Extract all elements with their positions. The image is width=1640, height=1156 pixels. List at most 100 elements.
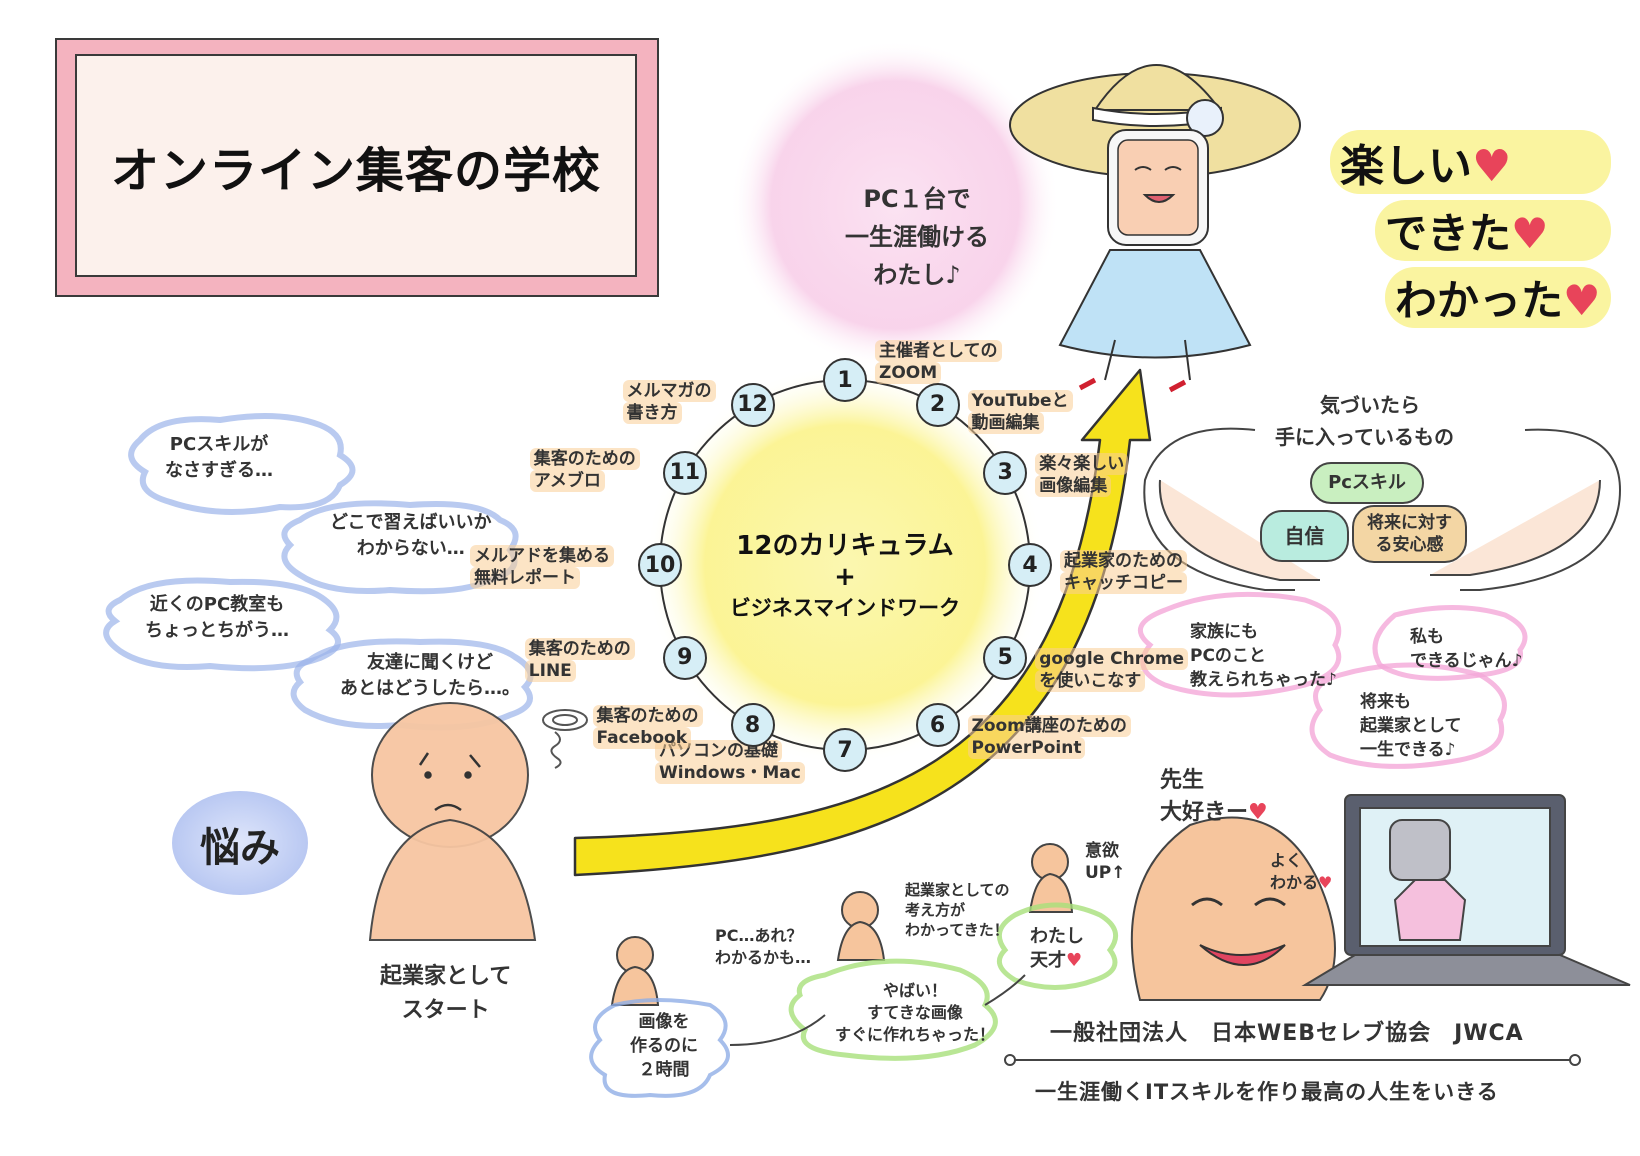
center-plus: + — [834, 562, 856, 592]
pc-text-line-2: わかるかも… — [715, 948, 812, 967]
worry-blob — [172, 791, 308, 895]
worry-label: 悩み — [200, 825, 280, 871]
curriculum-label-2-line-1: YouTubeと — [967, 389, 1073, 412]
curriculum-label-3-line-2: 画像編集 — [1035, 474, 1112, 497]
curriculum-label-3: 楽々楽しい画像編集 — [1035, 452, 1129, 497]
teacher-line-2: 大好きー — [1160, 800, 1249, 825]
curriculum-number-1: 1 — [823, 358, 867, 402]
curriculum-number-9: 9 — [662, 635, 707, 680]
gain-security: 将来に対する安心感 — [1352, 505, 1467, 563]
curriculum-number-3: 3 — [983, 450, 1028, 495]
curriculum-center: 12のカリキュラム + ビジネスマインドワーク — [725, 525, 965, 622]
heart-icon: ♥ — [1563, 276, 1601, 325]
curriculum-label-12: メルマガの書き方 — [622, 379, 716, 424]
curriculum-label-4: 起業家のためのキャッチコピー — [1060, 550, 1187, 594]
curriculum-number-10: 10 — [638, 543, 682, 587]
motivation-line-1: 意欲 — [1085, 841, 1119, 861]
curriculum-label-11: 集客のためのアメブロ — [529, 447, 640, 492]
goal-line-1: PC１台で — [863, 185, 971, 213]
curriculum-label-4-line-2: キャッチコピー — [1060, 572, 1187, 594]
testimonial-1-line-3: 教えられちゃった♪ — [1190, 670, 1337, 690]
curriculum-label-9-line-2: LINE — [524, 659, 576, 682]
teacher-line-1: 先生 — [1160, 768, 1205, 793]
org-name: 一般社団法人 日本WEBセレブ協会 JWCA — [1050, 1021, 1524, 1046]
gained-heading-1: 気づいたら — [1320, 393, 1420, 417]
curriculum-label-12-line-1: メルマガの — [622, 379, 716, 402]
curriculum-label-6-line-2: PowerPoint — [967, 737, 1086, 760]
journey-cloud-3 — [996, 902, 1119, 990]
journey-cloud-1 — [589, 998, 730, 1098]
step1-line-1: 画像を — [638, 1012, 690, 1032]
journey-step2: やばい！ すてきな画像 すぐに作れちゃった！ — [835, 980, 995, 1046]
curriculum-glow — [645, 365, 1045, 765]
mindset-line-2: 考え方が — [905, 901, 966, 919]
hug-arms — [1143, 427, 1622, 591]
mindset-line-3: わかってきた！ — [905, 921, 1009, 939]
journey-step1: 画像を 作るのに ２時間 — [630, 1010, 698, 1082]
title-frame: オンライン集客の学校 — [55, 38, 659, 297]
center-line-1: 12のカリキュラム — [736, 531, 954, 561]
genius-line-1: わたし — [1030, 926, 1084, 947]
journey-genius: わたし 天才♥ — [1030, 925, 1084, 973]
happy-line-2: できた — [1385, 209, 1512, 258]
testimonial-cloud-3 — [1309, 662, 1507, 769]
curriculum-label-2-line-2: 動画編集 — [967, 411, 1044, 434]
tagline: 一生涯働くITスキルを作り最高の人生をいきる — [1035, 1080, 1499, 1104]
gained-heading: 気づいたら — [1320, 390, 1420, 420]
testimonial-2: 私も できるじゃん♪ — [1410, 625, 1523, 673]
testimonial-1-line-2: PCのこと — [1190, 646, 1266, 666]
gained-heading-2: 手に入っているもの — [1275, 425, 1454, 449]
happy-girl — [1009, 64, 1301, 393]
curriculum-label-6-line-1: Zoom講座のための — [967, 715, 1131, 738]
curriculum-label-1-line-2: ZOOM — [875, 362, 942, 384]
curriculum-number-6: 6 — [915, 703, 960, 748]
curriculum-label-10-line-2: 無料レポート — [470, 567, 580, 589]
heart-icon: ♥ — [1318, 873, 1333, 892]
gain-pc-skill: Pcスキル — [1310, 462, 1424, 504]
happy-line-3: わかった — [1395, 276, 1564, 325]
testimonial-2-line-2: できるじゃん♪ — [1410, 651, 1523, 671]
journey-mindset: 起業家としての 考え方が わかってきた！ — [905, 880, 1010, 940]
start-line-2: スタート — [401, 998, 490, 1023]
testimonial-3: 将来も 起業家として 一生できる♪ — [1360, 690, 1462, 762]
curriculum-label-1-line-1: 主催者としての — [875, 340, 1002, 362]
worry-1-line-1: PCスキルが — [169, 434, 269, 455]
curriculum-label-12-line-2: 書き方 — [622, 401, 682, 424]
worry-2-line-1: どこで習えばいいか — [330, 512, 492, 533]
curriculum-label-11-line-1: 集客のための — [529, 447, 640, 470]
step2-line-3: すぐに作れちゃった！ — [835, 1025, 996, 1044]
curriculum-label-3-line-1: 楽々楽しい — [1035, 452, 1129, 475]
testimonial-2-line-1: 私も — [1410, 627, 1444, 647]
curriculum-label-9-line-1: 集客のための — [524, 637, 635, 660]
curriculum-number-2: 2 — [915, 382, 960, 427]
smiling-face — [1130, 816, 1336, 1001]
org-divider — [1004, 1054, 1581, 1066]
curriculum-number-5: 5 — [983, 635, 1028, 680]
laptop-illustration — [1301, 794, 1631, 986]
goal-glow — [730, 40, 1060, 370]
worry-4-line-2: あとはどうしたら…。 — [340, 678, 520, 699]
heart-icon: ♥ — [1248, 800, 1268, 825]
step2-line-2: すてきな画像 — [867, 1003, 963, 1022]
curriculum-label-8-line-2: Facebook — [592, 727, 692, 750]
gain-confidence: 自信 — [1260, 510, 1349, 562]
testimonial-1-line-1: 家族にも — [1190, 622, 1258, 642]
curriculum-number-4: 4 — [1008, 543, 1052, 587]
happy-text: 楽しい♥ できた♥ わかった♥ — [1330, 130, 1611, 328]
page-title: オンライン集客の学校 — [110, 142, 601, 199]
start-label: 起業家として スタート — [380, 960, 511, 1028]
journey-pc-text: PC…あれ？ わかるかも… — [715, 925, 811, 969]
happy-line-1: 楽しい — [1340, 141, 1472, 192]
worry-3: 近くのPC教室も ちょっとちがう… — [145, 592, 289, 644]
curriculum-label-11-line-2: アメブロ — [529, 469, 605, 492]
heart-icon: ♥ — [1066, 950, 1083, 971]
curriculum-number-7: 7 — [823, 728, 867, 772]
worry-cloud-1 — [128, 413, 356, 515]
pc-text-line-1: PC…あれ？ — [715, 926, 803, 945]
curriculum-label-7-line-2: Windows・Mac — [655, 762, 805, 784]
teacher-text: 先生 大好きー♥ — [1160, 765, 1268, 829]
heart-icon: ♥ — [1472, 141, 1512, 192]
